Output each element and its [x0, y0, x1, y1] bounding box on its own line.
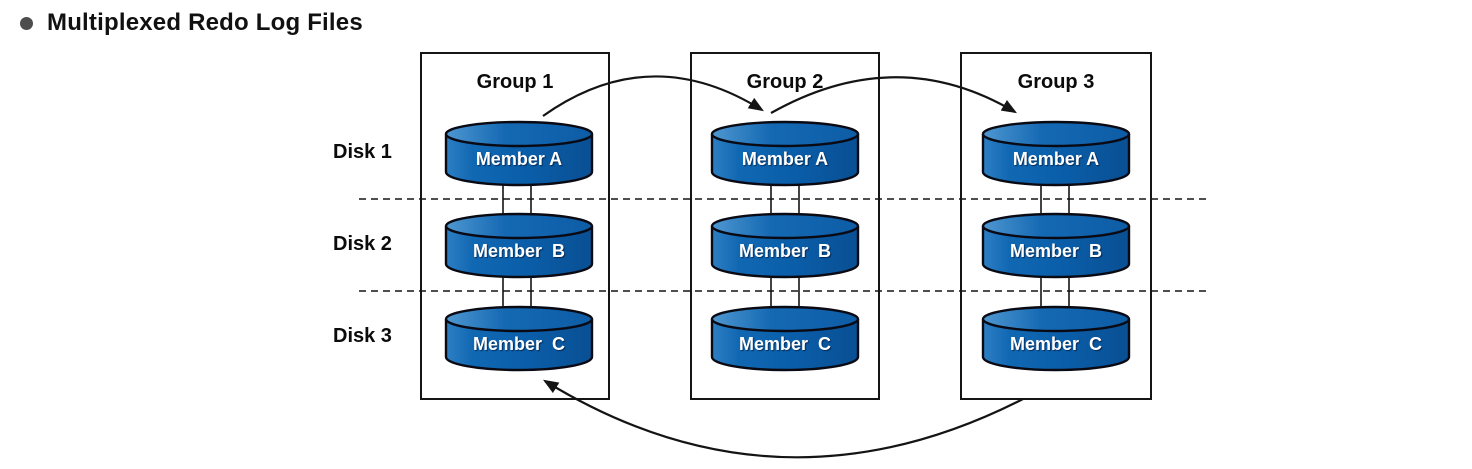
cylinder-group2-member-a: Member A: [709, 119, 861, 187]
member-label: Member A: [475, 149, 563, 169]
member-label: Member B: [1009, 241, 1103, 261]
disk-3-label: Disk 3: [333, 325, 392, 347]
cylinder-shape: [981, 120, 1131, 187]
cylinder-shape: [444, 212, 594, 279]
cylinder-group3-member-a: Member A: [980, 119, 1132, 187]
group-2-label: Group 2: [746, 71, 824, 93]
group-1-label: Group 1: [476, 71, 554, 93]
bullet-icon: [20, 16, 33, 30]
cylinder-group1-member-b: Member B: [443, 211, 595, 279]
cylinder-shape: [710, 212, 860, 279]
cylinder-shape: [981, 212, 1131, 279]
cylinder-shape: [444, 120, 594, 187]
cylinder-shape: [710, 120, 860, 187]
cylinder-group3-member-b: Member B: [980, 211, 1132, 279]
member-label: Member C: [472, 334, 566, 354]
cylinder-group2-member-b: Member B: [709, 211, 861, 279]
cylinder-shape: [710, 305, 860, 372]
group-1-box: Group 1: [420, 52, 610, 400]
cylinder-group1-member-c: Member C: [443, 304, 595, 372]
group-3-box: Group 3: [960, 52, 1152, 400]
disk-1-label: Disk 1: [333, 141, 392, 163]
member-label: Member A: [1012, 149, 1100, 169]
page-title: Multiplexed Redo Log Files: [47, 9, 363, 36]
cylinder-shape: [981, 305, 1131, 372]
slide-title-row: Multiplexed Redo Log Files: [20, 9, 363, 37]
disk-2-label: Disk 2: [333, 233, 392, 255]
member-label: Member C: [1009, 334, 1103, 354]
cylinder-group1-member-a: Member A: [443, 119, 595, 187]
cylinder-shape: [444, 305, 594, 372]
group-3-label: Group 3: [1017, 71, 1095, 93]
cylinder-group2-member-c: Member C: [709, 304, 861, 372]
cylinder-group3-member-c: Member C: [980, 304, 1132, 372]
member-label: Member B: [472, 241, 566, 261]
member-label: Member A: [741, 149, 829, 169]
member-label: Member B: [738, 241, 832, 261]
member-label: Member C: [738, 334, 832, 354]
